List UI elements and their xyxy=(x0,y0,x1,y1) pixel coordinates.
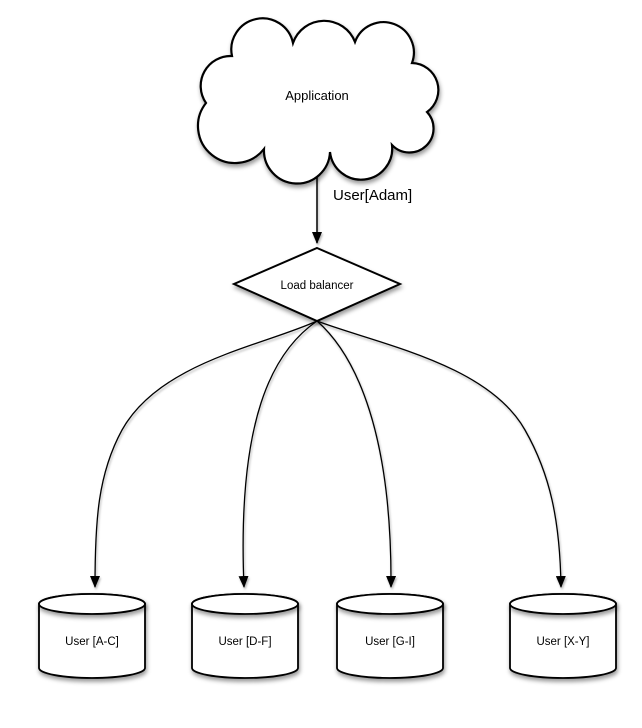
edges-layer xyxy=(90,148,566,588)
application-label: Application xyxy=(285,88,349,103)
node-load-balancer: Load balancer xyxy=(231,246,403,323)
edge-loadbalancer-to-shard-ac xyxy=(90,320,318,588)
cylinder-top-rim xyxy=(336,593,444,615)
cylinder-top-rim xyxy=(509,593,617,615)
node-shard-ac: User [A-C] xyxy=(38,593,146,679)
shard-ac-label: User [A-C] xyxy=(65,636,119,648)
node-shard-df: User [D-F] xyxy=(191,593,299,679)
diamond-icon xyxy=(231,246,403,323)
load-balancer-label: Load balancer xyxy=(281,280,354,292)
edge-loadbalancer-to-shard-gi xyxy=(316,320,397,588)
edge-label-user-adam: User[Adam] xyxy=(333,187,412,204)
edge-loadbalancer-to-shard-xy xyxy=(316,320,566,588)
node-shard-gi: User [G-I] xyxy=(336,593,444,679)
cylinder-top-rim xyxy=(191,593,299,615)
cylinder-top-rim xyxy=(38,593,146,615)
node-shard-xy: User [X-Y] xyxy=(509,593,617,679)
shard-df-label: User [D-F] xyxy=(218,636,271,648)
shard-xy-label: User [X-Y] xyxy=(536,636,589,648)
shard-gi-label: User [G-I] xyxy=(365,636,415,648)
cloud-icon xyxy=(196,17,440,185)
node-application: Application xyxy=(196,17,440,185)
edge-loadbalancer-to-shard-df xyxy=(238,320,318,588)
